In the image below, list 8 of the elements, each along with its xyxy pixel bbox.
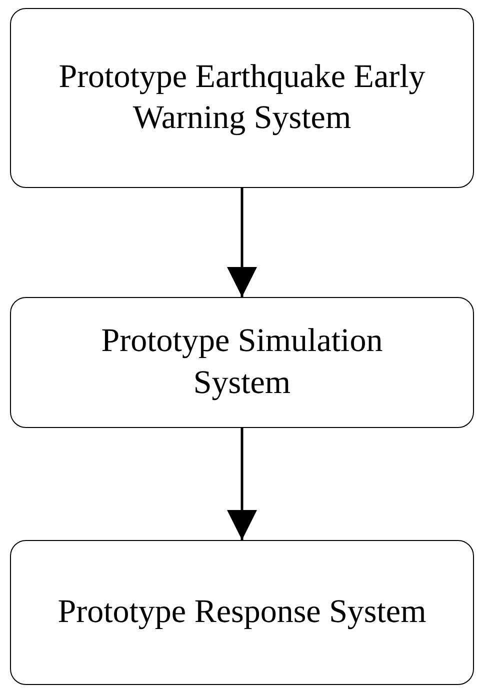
- process-box: [10, 8, 474, 188]
- arrow: [227, 188, 257, 297]
- box-label: Prototype Simulation System: [100, 322, 384, 402]
- process-box: [10, 540, 474, 685]
- box-label: Prototype Earthquake Early Warning System: [58, 58, 426, 138]
- process-box: [10, 297, 474, 428]
- box-label: Prototype Response System: [58, 592, 426, 632]
- arrow: [227, 428, 257, 540]
